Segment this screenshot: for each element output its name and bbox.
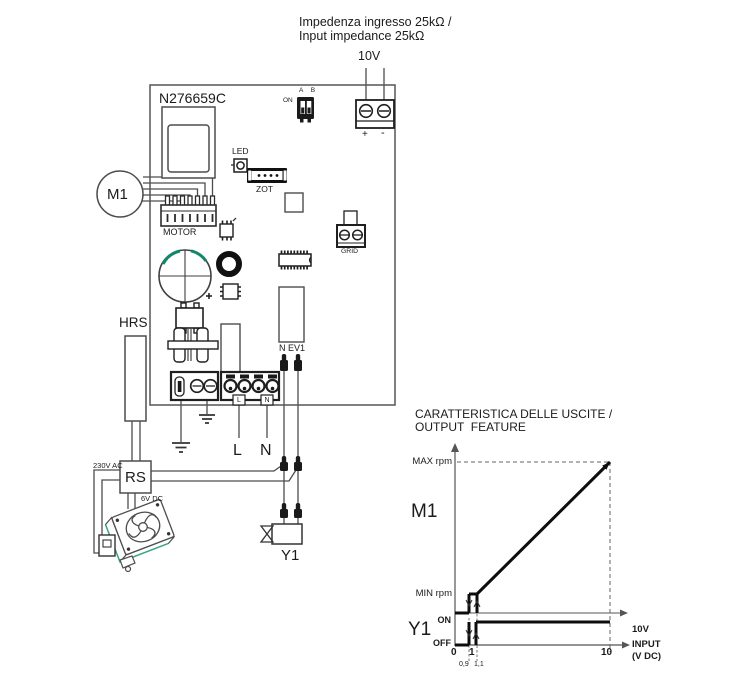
led-icon bbox=[231, 158, 248, 173]
ic-pad-icon bbox=[284, 192, 304, 213]
chart-title-line2: OUTPUT FEATURE bbox=[415, 420, 526, 434]
note-voltage-10v: 10V bbox=[358, 49, 381, 63]
tick-10: 10 bbox=[601, 647, 613, 658]
chart-axis-arrows bbox=[451, 443, 630, 649]
chart-max-rpm: MAX rpm bbox=[412, 456, 452, 467]
m1-label: M1 bbox=[107, 186, 128, 203]
plus-sign: + bbox=[362, 129, 368, 140]
chip-icon-a bbox=[219, 217, 237, 241]
mains-terminal-icon bbox=[169, 370, 220, 402]
minus-sign: - bbox=[381, 127, 385, 139]
film-capacitor-icon bbox=[220, 323, 241, 373]
chart-on: ON bbox=[437, 615, 452, 625]
rs-label: RS bbox=[125, 469, 146, 486]
hrs-sensor-icon bbox=[124, 335, 147, 422]
led-label: LED bbox=[232, 146, 249, 156]
motor-connector-icon bbox=[160, 195, 217, 227]
fan-icon bbox=[98, 498, 175, 573]
dip-ic-icon bbox=[278, 250, 312, 270]
axis-10v: 10V bbox=[632, 624, 649, 635]
capacitor-icon bbox=[158, 249, 212, 303]
nev1-label: N EV1 bbox=[279, 343, 306, 353]
ground-icons bbox=[172, 414, 215, 453]
wire-n-label: N bbox=[260, 442, 272, 459]
chart-m1-curve bbox=[455, 460, 612, 615]
tick-0-9: 0,9 bbox=[459, 661, 469, 668]
board-part-number: N276659C bbox=[159, 90, 226, 106]
zot-label: ZOT bbox=[256, 184, 273, 194]
terminal-10v-icon bbox=[355, 99, 395, 129]
mains-voltage-label: 230V AC bbox=[93, 461, 123, 470]
terminal-n-mark: N bbox=[264, 396, 270, 404]
tick-0: 0 bbox=[451, 647, 457, 658]
terminal-l-mark: L bbox=[237, 396, 241, 404]
m1-curve-arrowhead bbox=[602, 462, 610, 470]
chart-off: OFF bbox=[433, 638, 451, 648]
axis-vdc: (V DC) bbox=[632, 651, 662, 662]
toroid-icon bbox=[216, 251, 242, 277]
relay-icon bbox=[278, 286, 305, 343]
m1-motor-icon bbox=[96, 170, 144, 218]
rs-module-icon bbox=[119, 460, 152, 494]
chart-y1-curve bbox=[455, 620, 610, 647]
chart-y1: Y1 bbox=[408, 619, 432, 640]
chart-axes bbox=[454, 450, 622, 646]
dip-switch-icon bbox=[297, 97, 314, 123]
spade-connector-icons bbox=[280, 354, 302, 518]
motor-label: MOTOR bbox=[163, 227, 197, 237]
y1-valve-icon bbox=[259, 523, 303, 545]
tick-1: 1 bbox=[469, 647, 475, 658]
note-impedance-line2: Input impedance 25kΩ bbox=[299, 29, 425, 43]
grid-label: GRID bbox=[341, 248, 358, 255]
dip-on-label: ON bbox=[283, 97, 293, 104]
chart-title-line1: CARATTERISTICA DELLE USCITE / bbox=[415, 407, 613, 421]
dip-ab-label: A B bbox=[299, 87, 319, 94]
hrs-label: HRS bbox=[119, 315, 148, 330]
zot-connector-icon bbox=[247, 168, 287, 183]
wire-l-label: L bbox=[233, 442, 242, 459]
y1-label: Y1 bbox=[281, 547, 300, 564]
hysteresis-arrows bbox=[465, 599, 481, 640]
fan-voltage-label: 6V DC bbox=[141, 494, 164, 503]
tick-1-1: 1,1 bbox=[474, 661, 484, 668]
chart-dashed-guides bbox=[457, 461, 611, 661]
axis-input: INPUT bbox=[632, 639, 661, 650]
chart-m1: M1 bbox=[411, 501, 438, 522]
transformer-icon bbox=[161, 106, 216, 179]
grid-terminal-icon bbox=[336, 210, 366, 248]
chart-min-rpm: MIN rpm bbox=[415, 588, 452, 599]
note-impedance-line1: Impedenza ingresso 25kΩ / bbox=[299, 15, 452, 29]
power-terminal-icon bbox=[219, 370, 281, 406]
choke-icon bbox=[167, 327, 219, 363]
chip-icon-b bbox=[220, 283, 241, 300]
